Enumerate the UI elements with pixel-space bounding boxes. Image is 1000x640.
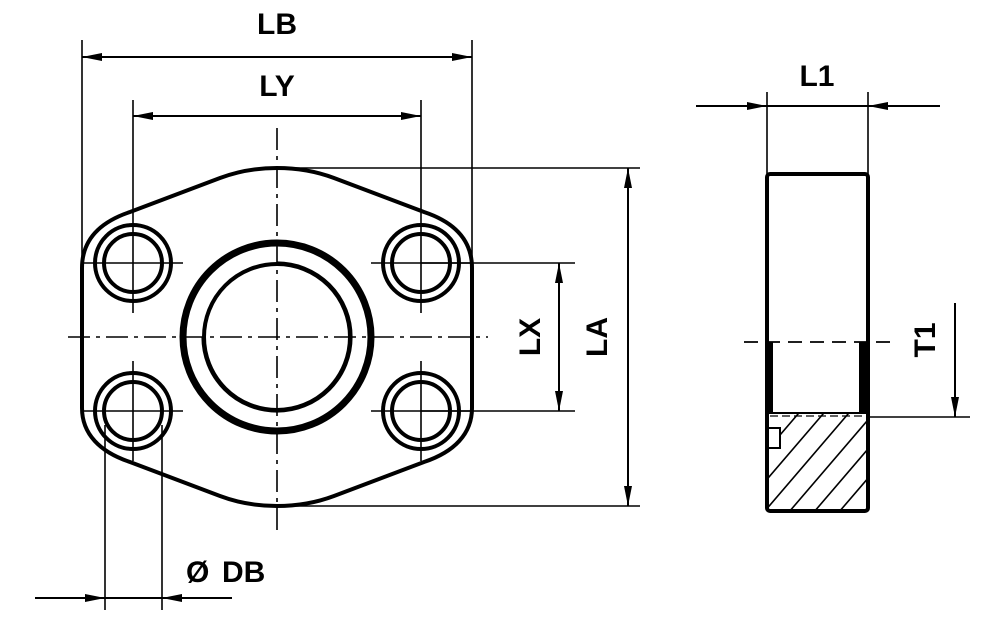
side-section-view: L1 T1 [696,60,970,513]
label-T1: T1 [909,322,942,357]
thread-wall-left [768,342,773,413]
dimension-L1: L1 [696,60,940,110]
extension-lines [81,40,640,610]
dimension-LX: LX [514,263,563,411]
label-LX: LX [514,318,547,356]
label-DB-symbol: Ø [186,556,209,589]
dimension-LY: LY [133,70,421,120]
dimension-T1: T1 [909,303,959,417]
label-DB: DB [222,556,265,589]
bore-thread-arc [201,261,353,413]
dimension-DB: Ø DB [35,556,265,602]
dimension-LB: LB [82,8,472,61]
label-L1: L1 [799,60,834,93]
thread-wall-right [859,342,867,413]
dimension-LA: LA [581,168,632,506]
label-LA: LA [581,317,614,357]
front-view: LB LY LX LA Ø DB [35,8,640,610]
oring-groove [767,427,781,449]
label-LY: LY [259,70,295,103]
section-hatching [768,414,867,509]
label-LB: LB [257,8,297,41]
